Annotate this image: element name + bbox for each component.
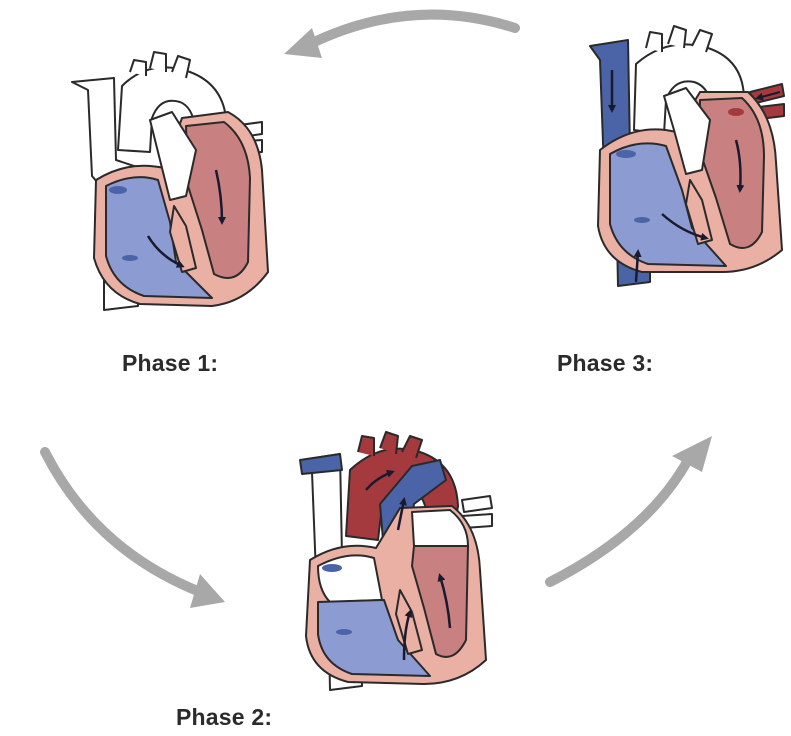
right-atrium: [318, 555, 382, 602]
cycle-arrow-head: [190, 574, 225, 608]
cycle-arrow-icon: [45, 452, 200, 592]
highlight: [616, 150, 636, 158]
cycle-arrow-left: [45, 452, 225, 608]
phase-1-label: Phase 1:: [122, 350, 218, 377]
highlight: [634, 217, 650, 223]
cycle-arrow-head: [672, 436, 712, 472]
highlight: [336, 629, 352, 635]
highlight: [122, 255, 138, 261]
highlight: [728, 108, 744, 116]
cycle-arrow-top: [284, 15, 515, 58]
heart-phase-1: [72, 52, 268, 310]
highlight: [322, 564, 342, 572]
cycle-arrow-right: [550, 436, 712, 582]
cycle-arrow-icon: [306, 15, 515, 46]
highlight: [109, 186, 127, 194]
vena-cava-cap: [300, 454, 342, 474]
heart-phase-2: [300, 432, 492, 690]
phase-2-label: Phase 2:: [176, 704, 272, 731]
cycle-arrow-head: [284, 28, 322, 58]
heart-phase-3: [590, 26, 784, 286]
cycle-arrow-icon: [550, 460, 688, 582]
phase-3-label: Phase 3:: [557, 350, 653, 377]
